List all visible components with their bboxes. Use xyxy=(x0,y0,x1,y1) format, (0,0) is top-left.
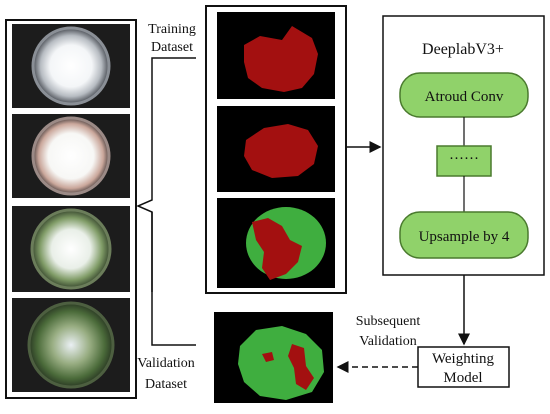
atrous-conv-label: Atroud Conv xyxy=(425,89,504,105)
training-label-line2: Dataset xyxy=(151,40,193,55)
segmentation-mask-icon xyxy=(244,124,318,178)
segmentation-mask-3 xyxy=(217,198,335,288)
validation-label-line1: Validation xyxy=(137,356,195,371)
subsequent-label-line1: Subsequent xyxy=(356,314,421,329)
ellipsis-label: ······ xyxy=(449,151,479,167)
fisheye-photo-3 xyxy=(12,206,130,292)
fisheye-photo-2 xyxy=(12,114,130,198)
validation-result-mask xyxy=(214,312,333,403)
weighting-label-line2: Model xyxy=(443,370,482,386)
training-brace xyxy=(136,57,196,292)
fisheye-sky-photo-icon xyxy=(32,210,110,288)
training-label-line1: Training xyxy=(148,22,196,37)
model-title: DeeplabV3+ xyxy=(422,41,504,58)
segmentation-mask-icon xyxy=(244,26,318,92)
fisheye-sky-photo-icon xyxy=(33,28,109,104)
subsequent-label-line2: Validation xyxy=(359,334,417,349)
validation-label-line2: Dataset xyxy=(145,377,187,392)
fisheye-sky-photo-icon xyxy=(29,303,113,387)
weighting-label-line1: Weighting xyxy=(432,351,495,367)
fisheye-photo-1 xyxy=(12,24,130,108)
upsample-label: Upsample by 4 xyxy=(419,229,510,245)
upsample-node xyxy=(399,211,529,259)
fisheye-photo-4 xyxy=(12,298,130,392)
fisheye-sky-photo-icon xyxy=(33,118,109,194)
segmentation-mask-1 xyxy=(217,12,335,99)
segmentation-mask-2 xyxy=(217,106,335,192)
validation-brace xyxy=(151,212,196,346)
weighting-model-box xyxy=(417,346,510,388)
